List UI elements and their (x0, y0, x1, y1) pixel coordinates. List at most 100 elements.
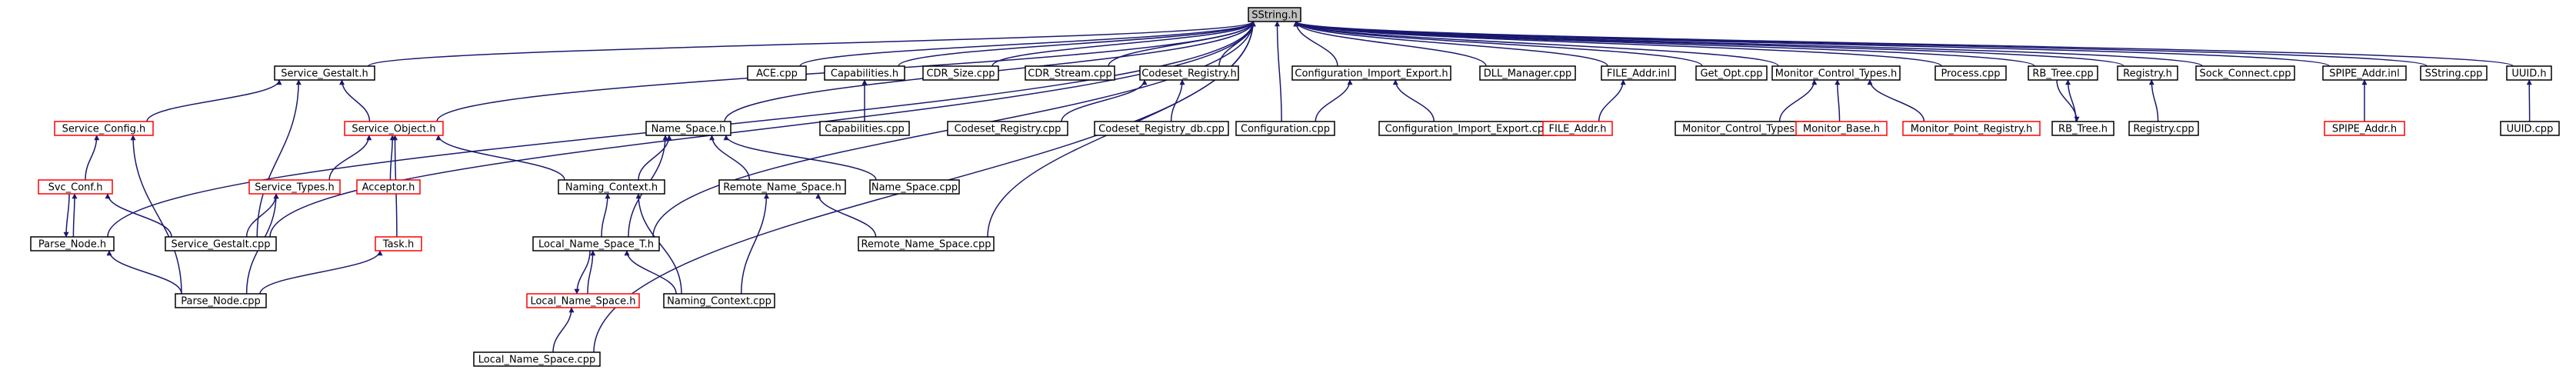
edge-monitor-control-types-cpp-to-monitor-control-types-h (1778, 79, 1818, 122)
edge-monitor-base-h-to-monitor-control-types-h (1835, 79, 1841, 122)
node-box (30, 236, 115, 251)
node-task-h[interactable]: Task.h (375, 236, 422, 251)
node-uuid-h[interactable]: UUID.h (2506, 65, 2552, 81)
node-label: UUID.h (2511, 68, 2546, 80)
node-name-space-cpp[interactable]: Name_Space.cpp (869, 179, 960, 195)
node-box (1479, 65, 1576, 81)
node-codeset-registry-h[interactable]: Codeset_Registry.h (1139, 65, 1239, 81)
node-box (1695, 65, 1768, 81)
node-label: Name_Space.cpp (871, 182, 958, 194)
node-rb-tree-h[interactable]: RB_Tree.h (2051, 121, 2114, 136)
node-box (1795, 121, 1888, 136)
node-registry-cpp[interactable]: Registry.cpp (2128, 121, 2199, 136)
edge-arrow (269, 21, 1256, 238)
edge-monitor-control-types-h-to-sstring-h (1293, 21, 1779, 67)
node-service-object-h[interactable]: Service_Object.h (344, 121, 444, 136)
node-codeset-registry-db-cpp[interactable]: Codeset_Registry_db.cpp (1094, 121, 1229, 136)
node-configuration-import-export-h[interactable]: Configuration_Import_Export.h (1291, 65, 1451, 81)
node-configuration-import-export-cpp[interactable]: Configuration_Import_Export.cpp (1378, 121, 1557, 136)
node-get-opt-cpp[interactable]: Get_Opt.cpp (1695, 65, 1768, 81)
node-box (1291, 65, 1451, 81)
node-box (1139, 65, 1239, 81)
node-box (922, 65, 999, 81)
node-spipe-addr-inl[interactable]: SPIPE_Addr.inl (2322, 65, 2407, 81)
node-box (1542, 121, 1613, 136)
node-box (356, 179, 421, 195)
node-box (947, 121, 1068, 136)
node-box (1235, 121, 1335, 136)
node-remote-name-space-cpp[interactable]: Remote_Name_Space.cpp (858, 236, 995, 251)
node-monitor-point-registry-h[interactable]: Monitor_Point_Registry.h (1902, 121, 2041, 136)
node-parse-node-cpp[interactable]: Parse_Node.cpp (175, 293, 267, 308)
edge-arrow (552, 307, 575, 353)
node-capabilities-cpp[interactable]: Capabilities.cpp (819, 121, 910, 136)
node-svc-conf-h[interactable]: Svc_Conf.h (38, 179, 113, 195)
node-label: Parse_Node.cpp (181, 296, 261, 308)
node-local-name-space-t-h[interactable]: Local_Name_Space_T.h (532, 236, 660, 251)
edge-arrow (1778, 79, 1818, 122)
node-rb-tree-cpp[interactable]: RB_Tree.cpp (2028, 65, 2098, 81)
node-label: Codeset_Registry.h (1141, 68, 1236, 80)
node-codeset-registry-cpp[interactable]: Codeset_Registry.cpp (947, 121, 1068, 136)
edge-service-types-h-to-service-object-h (328, 135, 372, 181)
edge-naming-context-cpp-to-naming-context-h (635, 193, 682, 295)
edge-service-gestalt-cpp-to-svc-conf-h (105, 193, 172, 238)
node-sock-connect-cpp[interactable]: Sock_Connect.cpp (2195, 65, 2295, 81)
node-uuid-cpp[interactable]: UUID.cpp (2500, 121, 2560, 136)
node-box (532, 236, 660, 251)
edge-arrow (624, 250, 677, 295)
node-service-types-h[interactable]: Service_Types.h (248, 179, 341, 195)
node-label: Service_Gestalt.h (281, 68, 368, 80)
edge-configuration-cpp-to-sstring-h (1275, 21, 1282, 122)
edge-arrow (1275, 21, 1282, 122)
node-file-addr-inl[interactable]: FILE_Addr.inl (1601, 65, 1676, 81)
edge-arrow (1293, 21, 1703, 67)
node-registry-h[interactable]: Registry.h (2117, 65, 2178, 81)
node-box (2420, 65, 2488, 81)
node-spipe-addr-h[interactable]: SPIPE_Addr.h (2324, 121, 2405, 136)
edge-arrow (146, 79, 282, 122)
edge-naming-context-h-to-name-space-h (638, 135, 672, 181)
node-process-cpp[interactable]: Process.cpp (1934, 65, 2007, 81)
edge-arrow (709, 135, 751, 181)
node-naming-context-cpp[interactable]: Naming_Context.cpp (663, 293, 775, 308)
edge-arrow (1293, 21, 1338, 67)
node-service-gestalt-cpp[interactable]: Service_Gestalt.cpp (165, 236, 277, 251)
node-parse-node-h[interactable]: Parse_Node.h (30, 236, 115, 251)
node-label: Registry.cpp (2133, 124, 2194, 135)
edge-arrow (2065, 79, 2077, 122)
edge-svc-conf-h-to-parse-node-h (63, 193, 70, 238)
edge-arrow (991, 21, 1256, 67)
node-service-config-h[interactable]: Service_Config.h (54, 121, 154, 136)
node-label: RB_Tree.cpp (2032, 68, 2093, 80)
edge-arrow (815, 193, 877, 238)
node-box (2322, 65, 2407, 81)
node-ace-cpp[interactable]: ACE.cpp (747, 65, 807, 81)
node-label: Local_Name_Space.cpp (478, 355, 595, 366)
node-local-name-space-h[interactable]: Local_Name_Space.h (526, 293, 640, 308)
node-file-addr-h[interactable]: FILE_Addr.h (1542, 121, 1613, 136)
node-cdr-stream-cpp[interactable]: CDR_Stream.cpp (1025, 65, 1115, 81)
node-capabilities-h[interactable]: Capabilities.h (824, 65, 905, 81)
node-dll-manager-cpp[interactable]: DLL_Manager.cpp (1479, 65, 1576, 81)
node-configuration-cpp[interactable]: Configuration.cpp (1235, 121, 1335, 136)
node-label: Configuration.cpp (1241, 124, 1330, 135)
node-remote-name-space-h[interactable]: Remote_Name_Space.h (718, 179, 846, 195)
edge-arrow (256, 79, 302, 238)
node-service-gestalt-h[interactable]: Service_Gestalt.h (274, 65, 375, 81)
node-box (645, 121, 731, 136)
node-monitor-control-types-cpp[interactable]: Monitor_Control_Types.cpp (1675, 121, 1824, 136)
node-box (2128, 121, 2199, 136)
edge-naming-context-h-to-service-object-h (435, 135, 565, 181)
node-name-space-h[interactable]: Name_Space.h (645, 121, 731, 136)
node-naming-context-h[interactable]: Naming_Context.h (558, 179, 665, 195)
node-monitor-base-h[interactable]: Monitor_Base.h (1795, 121, 1888, 136)
edge-arrow (105, 193, 172, 238)
node-acceptor-h[interactable]: Acceptor.h (356, 179, 421, 195)
node-local-name-space-cpp[interactable]: Local_Name_Space.cpp (473, 351, 601, 367)
node-monitor-control-types-h[interactable]: Monitor_Control_Types.h (1771, 65, 1901, 81)
node-cdr-size-cpp[interactable]: CDR_Size.cpp (922, 65, 999, 81)
edge-service-gestalt-h-to-sstring-h (368, 21, 1256, 67)
edge-sstring-cpp-to-sstring-h (1293, 21, 2428, 67)
node-sstring-cpp[interactable]: SString.cpp (2420, 65, 2488, 81)
